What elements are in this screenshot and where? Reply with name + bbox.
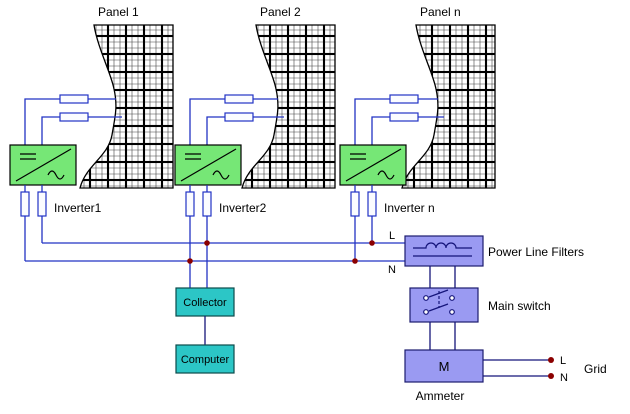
ammeter-box	[404, 349, 484, 383]
main-switch: Main switch	[409, 266, 551, 323]
junction-dot	[352, 258, 358, 264]
panel1-wire-top	[24, 98, 116, 145]
switch-contact-icon	[423, 295, 429, 301]
panel2-label: Panel 2	[260, 5, 301, 19]
junction-dot	[204, 240, 210, 246]
grid-label: Grid	[584, 362, 607, 376]
grid-terminal-L	[548, 357, 554, 363]
pv-unit-n: Panel n Inverter n	[339, 5, 496, 261]
pv-unit-1: Panel 1 Inverter1	[9, 5, 174, 261]
inverter1-label: Inverter1	[54, 201, 102, 215]
panel2-wire-bottom	[206, 116, 284, 145]
junction-dot	[369, 240, 375, 246]
dc-symbol-icon	[20, 153, 36, 160]
paneln-label: Panel n	[420, 5, 461, 19]
paneln-wire-top	[354, 98, 438, 145]
fuse	[224, 112, 254, 122]
inverter-diagonal	[345, 148, 402, 182]
inverter-diagonal	[180, 148, 237, 182]
fuse	[59, 94, 89, 104]
junction-dot	[187, 258, 193, 264]
fuse	[224, 94, 254, 104]
computer-label: Computer	[181, 354, 230, 366]
ac-bus: L N	[25, 230, 405, 276]
fuse	[350, 191, 360, 217]
filter-label: Power Line Filters	[488, 245, 584, 259]
panel2-wire-top	[189, 98, 278, 145]
collector-box	[175, 287, 235, 317]
panel1-label: Panel 1	[98, 5, 139, 19]
filter-box	[404, 235, 484, 267]
grid-terminal-N	[548, 373, 554, 379]
pv-unit-2: Panel 2 Inverter2	[174, 5, 336, 288]
computer-box	[175, 344, 235, 374]
switch-contact-icon	[423, 309, 429, 315]
ac-symbol-icon	[47, 170, 65, 180]
fuse	[185, 191, 195, 217]
switch-contact-icon	[449, 295, 455, 301]
collector-label: Collector	[183, 297, 227, 309]
ammeter: M Ammeter	[404, 322, 484, 403]
dc-symbol-icon	[350, 153, 366, 160]
bus-L-label: L	[389, 230, 395, 242]
fuse	[59, 112, 89, 122]
inductor-icon	[413, 242, 472, 257]
fuse	[202, 191, 212, 217]
solar-panel-n	[401, 24, 496, 189]
main-switch-label: Main switch	[488, 299, 551, 313]
panel1-wire-bottom	[41, 116, 122, 145]
power-line-filter: Power Line Filters	[404, 235, 584, 267]
switch-contact-icon	[449, 309, 455, 315]
fuse	[367, 191, 377, 217]
dc-symbol-icon	[185, 153, 201, 160]
inverter-diagonal	[15, 148, 72, 182]
solar-panel-1	[79, 24, 174, 189]
ammeter-label: Ammeter	[416, 389, 465, 403]
inverter2-label: Inverter2	[219, 201, 267, 215]
grid-L-label: L	[560, 355, 566, 367]
ammeter-symbol: M	[439, 359, 450, 374]
grid-output: L N Grid	[483, 355, 607, 384]
fuse	[37, 191, 47, 217]
monitoring-chain: Collector Computer	[175, 287, 235, 374]
ac-symbol-icon	[377, 170, 395, 180]
bus-N-label: N	[388, 264, 396, 276]
invertern-label: Inverter n	[384, 201, 435, 215]
paneln-wire-bottom	[371, 116, 444, 145]
fuse	[389, 112, 419, 122]
solar-panel-2	[241, 24, 336, 189]
fuse	[389, 94, 419, 104]
ac-symbol-icon	[212, 170, 230, 180]
fuse	[20, 191, 30, 217]
grid-N-label: N	[560, 372, 568, 384]
